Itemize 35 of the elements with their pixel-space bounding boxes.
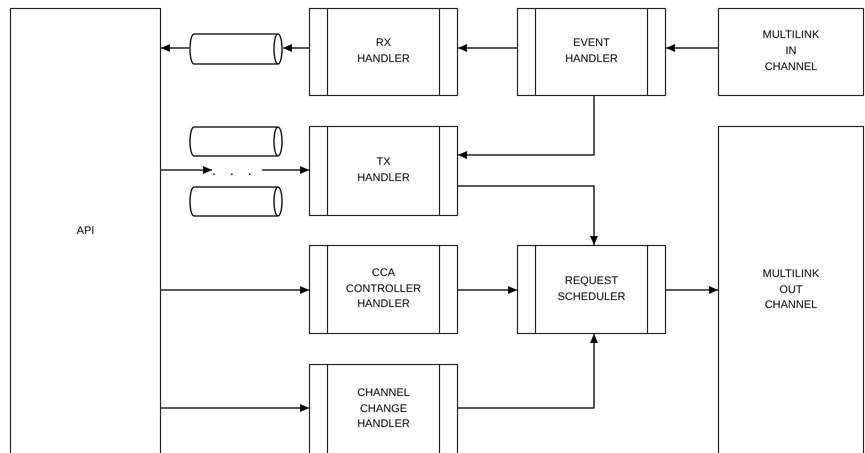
queue-cylinder: [189, 33, 283, 65]
ellipsis-text: ...: [212, 161, 262, 179]
arrow: [458, 334, 598, 409]
box-label: API: [76, 224, 94, 239]
process-box: [309, 8, 458, 96]
box-label: MULTILINK IN CHANNEL: [762, 28, 820, 75]
queue-cylinder: [189, 186, 283, 217]
arrow: [458, 185, 598, 245]
arrow: [161, 286, 309, 294]
arrow: [458, 44, 517, 52]
arrow: [161, 166, 212, 174]
arrow: [262, 166, 309, 174]
box-label: REQUEST SCHEDULER: [558, 274, 626, 304]
box-label: RX HANDLER: [357, 36, 410, 67]
arrow: [458, 96, 595, 159]
process-box: [309, 245, 458, 334]
queue-cylinder: [189, 126, 283, 157]
module-box: [10, 8, 161, 453]
box-label: CCA CONTROLLER HANDLER: [346, 266, 422, 312]
process-box: [309, 364, 458, 453]
arrow: [666, 44, 718, 52]
box-label: EVENT HANDLER: [565, 36, 618, 67]
arrow: [283, 44, 309, 52]
channel-box: [718, 8, 864, 96]
arrow: [458, 286, 517, 294]
process-box: [517, 245, 666, 334]
process-box: [517, 8, 666, 96]
box-label: CHANNEL CHANGE HANDLER: [357, 386, 410, 432]
arrow: [666, 286, 718, 294]
process-box: [309, 126, 458, 216]
box-label: TX HANDLER: [357, 155, 410, 186]
box-label: MULTILINK OUT CHANNEL: [762, 266, 820, 314]
module-box: [718, 126, 864, 453]
arrow: [161, 44, 189, 52]
arrow: [161, 404, 309, 412]
